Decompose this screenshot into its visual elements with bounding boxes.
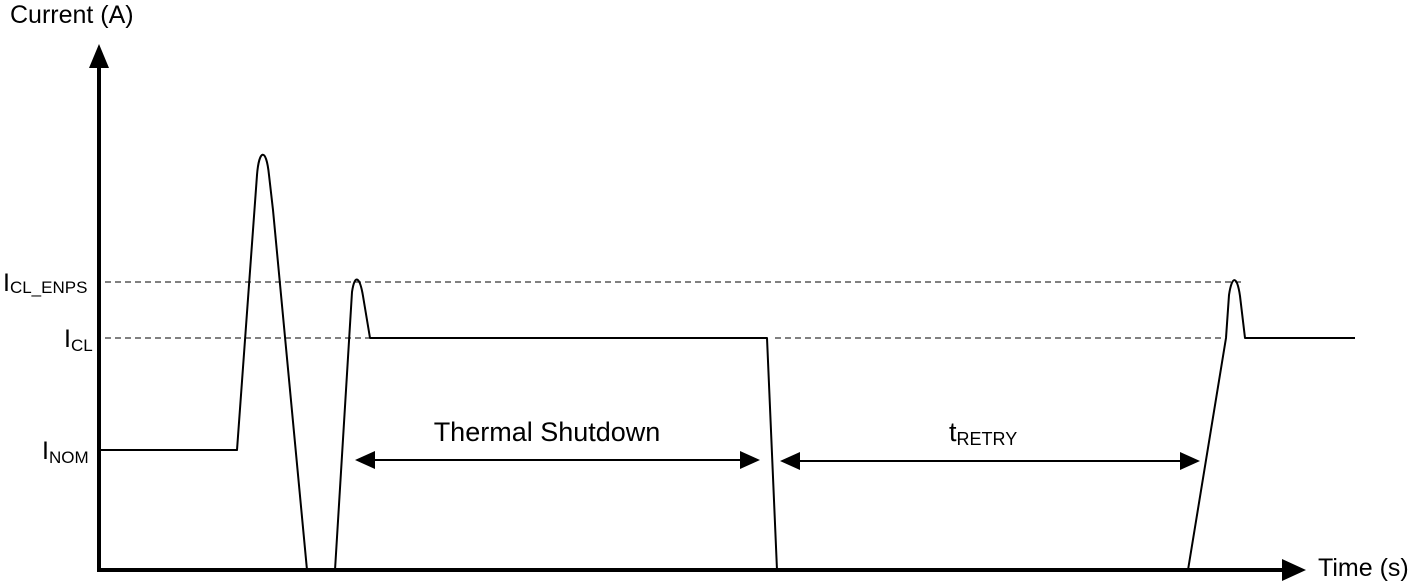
current-waveform <box>99 153 1355 571</box>
reference-levels <box>105 281 1245 339</box>
thermal-shutdown-arrowhead-right <box>740 451 760 469</box>
y-axis-arrowhead <box>89 44 109 68</box>
i-cl-label: ICL <box>64 325 93 355</box>
thermal-shutdown-arrowhead-left <box>355 451 375 469</box>
y-axis-title: Current (A) <box>10 1 134 29</box>
t-retry-interval: tRETRY <box>780 417 1200 470</box>
x-axis-title: Time (s) <box>1318 554 1409 582</box>
t-retry-label: tRETRY <box>949 417 1017 449</box>
thermal-shutdown-interval: Thermal Shutdown <box>355 417 760 469</box>
i-cl-enps-label: ICL_ENPS <box>3 269 87 297</box>
thermal-shutdown-label: Thermal Shutdown <box>434 417 661 447</box>
t-retry-arrowhead-right <box>1180 452 1200 470</box>
i-nom-label: INOM <box>42 437 89 467</box>
axes <box>89 44 1306 581</box>
t-retry-arrowhead-left <box>780 452 800 470</box>
x-axis-arrowhead <box>1282 559 1306 581</box>
